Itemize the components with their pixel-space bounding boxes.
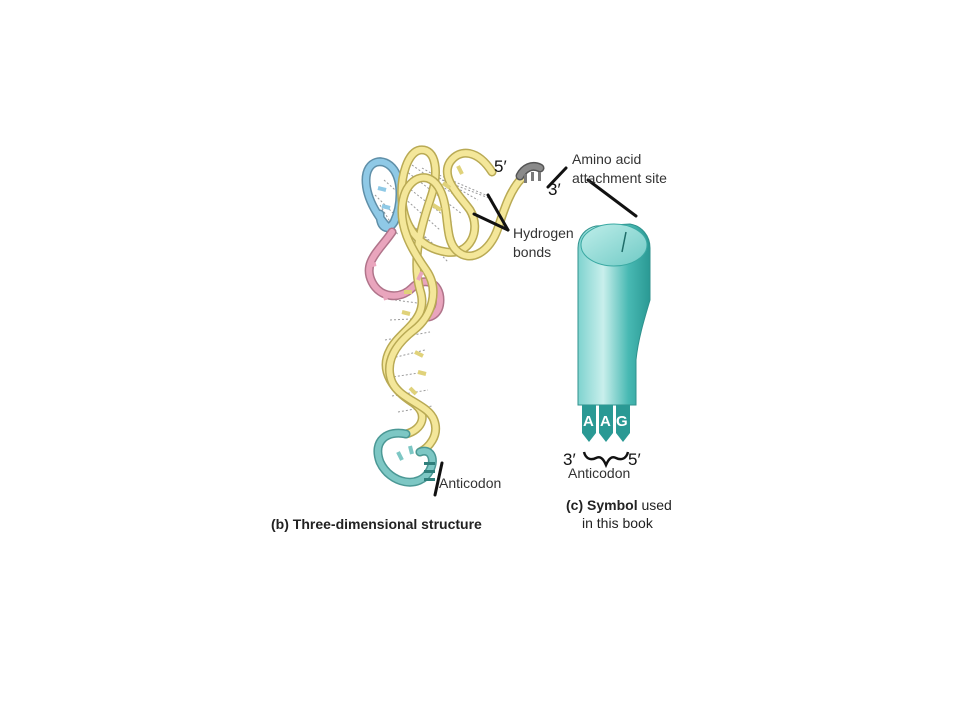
blue-base-stubs — [377, 186, 391, 210]
d-loop — [361, 157, 405, 237]
hydrogen-bonds-label-line2: bonds — [513, 244, 552, 260]
cca-end — [515, 161, 545, 183]
five-prime-label: 5′ — [494, 157, 507, 176]
three-prime-label: 3′ — [548, 180, 561, 199]
pointer-lines — [433, 166, 638, 497]
pink-base-stubs — [367, 262, 424, 301]
trna-symbol — [577, 223, 651, 469]
backbone — [381, 145, 527, 457]
anticodon-base-2: A — [600, 413, 611, 430]
caption-c-rest: used — [641, 497, 672, 513]
caption-c-bold: Symbol — [587, 497, 638, 513]
amino-acid-site-label-line1: Amino acid — [572, 151, 642, 167]
anticodon-label-b: Anticodon — [439, 475, 502, 491]
caption-c: (c) Symbol used — [566, 497, 672, 513]
anticodon-base-3: G — [616, 413, 628, 430]
teal-base-stubs — [396, 445, 414, 461]
caption-b: (b) Three-dimensional structure — [271, 516, 482, 532]
three-prime-label-c: 3′ — [563, 450, 576, 469]
variable-loop — [364, 227, 445, 322]
caption-b-letter: (b) — [271, 516, 289, 532]
caption-b-text: Three-dimensional structure — [292, 516, 482, 532]
anticodon-label-c: Anticodon — [568, 465, 631, 481]
five-prime-label-c: 5′ — [628, 450, 641, 469]
caption-c-letter: (c) — [566, 497, 584, 513]
hydrogen-bonds-label-line1: Hydrogen — [513, 225, 574, 241]
anticodon-loop — [373, 428, 437, 487]
anticodon-base-1: A — [583, 413, 594, 430]
amino-acid-site-label-line2: attachment site — [572, 170, 667, 186]
caption-c-line2: in this book — [582, 515, 653, 531]
base-stubs — [401, 165, 464, 396]
